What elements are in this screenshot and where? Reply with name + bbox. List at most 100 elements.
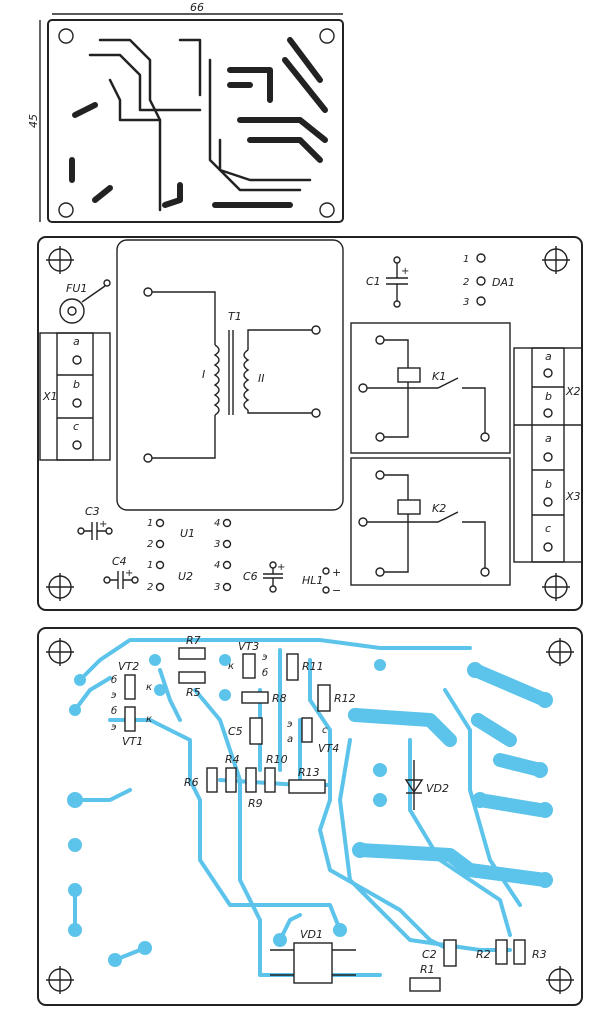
- vt4-pin-e: э: [287, 719, 293, 730]
- capacitor-c2: [443, 939, 457, 967]
- led-hl1: HL1 + −: [302, 566, 341, 597]
- capacitor-c4: C4 +: [103, 555, 139, 589]
- mounting-holes-top: [58, 28, 335, 218]
- x3-pin-a: a: [545, 432, 552, 445]
- transistor-vt1: [124, 706, 136, 732]
- vt4-pin-a: a: [287, 734, 293, 745]
- x3-pin-c: c: [545, 522, 551, 535]
- r8-label: R8: [272, 692, 287, 705]
- height-dimension: 45: [27, 114, 40, 128]
- u1-pin-2: 2: [147, 539, 153, 550]
- hl1-label: HL1: [302, 574, 323, 587]
- resistor-r11: [286, 653, 299, 681]
- k2-label: K2: [432, 502, 446, 515]
- transistor-vt4: [301, 717, 313, 743]
- vt3-label: VT3: [238, 640, 259, 653]
- components: R7 R5 VT3 к э б R11 VT2 б э к R8 R12 C5 …: [111, 634, 547, 992]
- vt3-pin-k: к: [228, 661, 234, 672]
- u2-pin-3: 3: [214, 582, 220, 593]
- u1-pin-4: 4: [214, 518, 220, 529]
- relay-k2: K2: [350, 457, 511, 586]
- resistor-r2: [495, 939, 508, 965]
- transformer-t1: T1 I II: [116, 239, 344, 511]
- c4-plus: +: [125, 568, 133, 579]
- solder-pads: [67, 654, 553, 967]
- hl1-plus: +: [332, 566, 341, 579]
- capacitor-c5: [249, 717, 263, 745]
- fu1-label: FU1: [66, 282, 87, 295]
- x1-label: X1: [42, 390, 58, 403]
- vt2-pin-k: к: [146, 682, 152, 693]
- winding-secondary-label: II: [258, 372, 265, 385]
- resistor-r13: [288, 779, 326, 794]
- r9-label: R9: [248, 797, 263, 810]
- r13-label: R13: [298, 766, 320, 779]
- r10-label: R10: [266, 753, 288, 766]
- da1-pin-3: 3: [463, 297, 469, 308]
- u1-pin-1: 1: [147, 518, 153, 529]
- c6-label: C6: [243, 570, 258, 583]
- regulator-da1: 1 2 3 DA1: [463, 253, 515, 308]
- width-dimension: 66: [190, 1, 204, 14]
- diode-bridge-vd1: VD1: [270, 928, 356, 984]
- board-outline-top: [47, 19, 344, 223]
- optocoupler-u1: 1 2 U1 4 3: [147, 518, 232, 550]
- resistor-r7: [178, 647, 206, 660]
- resistor-r1: [409, 977, 441, 992]
- board-outline-traces: [37, 627, 583, 1006]
- c6-plus: +: [277, 562, 285, 573]
- vt1-pin-k: к: [146, 714, 152, 725]
- r6-label: R6: [184, 776, 199, 789]
- c3-plus: +: [99, 519, 107, 530]
- vt1-label: VT1: [122, 735, 143, 748]
- r3-label: R3: [532, 948, 547, 961]
- x1-pin-a: a: [73, 335, 80, 348]
- transistor-vt3: [242, 653, 256, 679]
- x3-pin-b: b: [545, 478, 552, 491]
- copper-traces-top: [69, 37, 328, 212]
- pcb-traces-view: R7 R5 VT3 к э б R11 VT2 б э к R8 R12 C5 …: [37, 627, 583, 1006]
- u2-pin-2: 2: [147, 582, 153, 593]
- r2-label: R2: [476, 948, 491, 961]
- u1-label: U1: [180, 527, 195, 540]
- c4-label: C4: [112, 555, 127, 568]
- winding-primary-label: I: [202, 368, 205, 381]
- da1-pin-2: 2: [463, 277, 469, 288]
- mounting-holes-traces: [46, 638, 574, 994]
- resistor-r5: [178, 671, 206, 684]
- pcb-copper-view: 66 45: [27, 1, 344, 223]
- vt4-label: VT4: [318, 742, 339, 755]
- resistor-r6: [206, 767, 218, 793]
- relay-k1: K1: [350, 322, 511, 454]
- r4-label: R4: [225, 753, 240, 766]
- vt2-label: VT2: [118, 660, 139, 673]
- x3-label: X3: [565, 490, 581, 503]
- u2-label: U2: [178, 570, 193, 583]
- da1-label: DA1: [492, 276, 515, 289]
- u2-pin-4: 4: [214, 560, 220, 571]
- x2-label: X2: [565, 385, 581, 398]
- capacitor-c6: C6 +: [243, 561, 285, 593]
- diode-vd2: VD2: [404, 760, 449, 810]
- resistor-r3: [513, 939, 526, 965]
- r7-label: R7: [186, 634, 201, 647]
- vd2-label: VD2: [426, 782, 449, 795]
- vd1-label: VD1: [300, 928, 323, 941]
- da1-pin-1: 1: [463, 254, 469, 265]
- r11-label: R11: [302, 660, 324, 673]
- vt1-pin-b: б: [111, 705, 117, 717]
- c5-label: C5: [228, 725, 243, 738]
- fuse-fu1: FU1: [59, 279, 111, 324]
- vt3-pin-e: э: [262, 652, 268, 663]
- resistor-r9: [245, 767, 257, 793]
- resistor-r10: [264, 767, 276, 793]
- hl1-minus: −: [332, 584, 341, 597]
- x1-pin-b: b: [73, 378, 80, 391]
- resistor-r4: [225, 767, 237, 793]
- c1-plus: +: [401, 266, 409, 277]
- x1-pin-c: c: [73, 420, 79, 433]
- terminal-block-x1: a b c X1: [39, 332, 111, 461]
- c1-label: C1: [366, 275, 381, 288]
- u2-pin-1: 1: [147, 560, 153, 571]
